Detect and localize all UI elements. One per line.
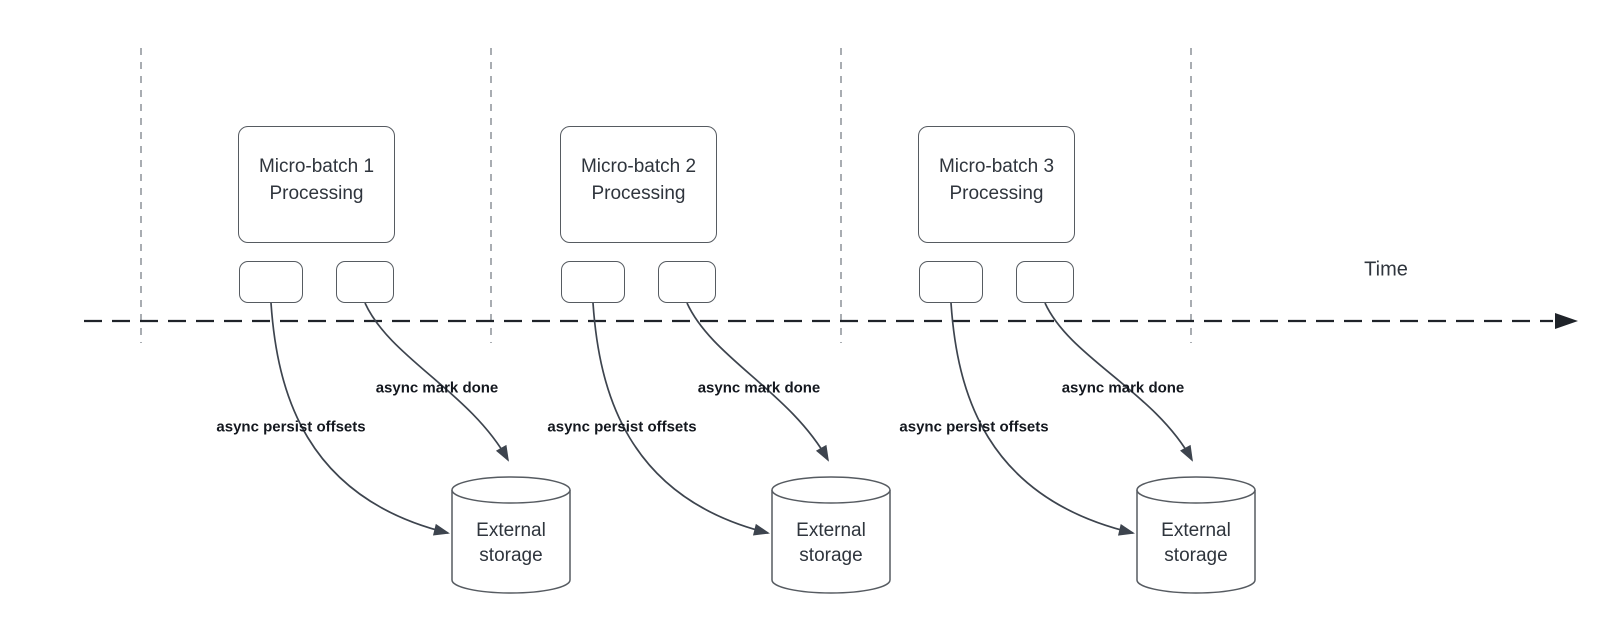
micro-batch-3-processing-box: Micro-batch 3 Processing	[918, 126, 1075, 243]
async-mark-done-label-3: async mark done	[1061, 379, 1185, 397]
external-storage-cylinder-3	[1136, 476, 1256, 594]
external-storage-cylinder-1	[451, 476, 571, 594]
persist-task-box-1	[239, 261, 303, 303]
mark-done-task-box-2	[658, 261, 716, 303]
async-persist-offsets-label-2: async persist offsets	[547, 418, 697, 436]
micro-batch-2-title: Micro-batch 2 Processing	[580, 156, 697, 204]
micro-batch-2-processing-box: Micro-batch 2 Processing	[560, 126, 717, 243]
async-persist-offsets-arrow-3	[950, 302, 1135, 536]
async-mark-done-label-1: async mark done	[375, 379, 499, 397]
external-storage-label-1: External storage	[476, 520, 546, 566]
time-axis-label: Time	[1364, 258, 1408, 281]
async-mark-done-label-2: async mark done	[697, 379, 821, 397]
async-persist-offsets-arrow-1	[270, 302, 450, 536]
micro-batch-1-title: Micro-batch 1 Processing	[258, 156, 375, 204]
async-persist-offsets-label-3: async persist offsets	[899, 418, 1049, 436]
micro-batch-1-processing-box: Micro-batch 1 Processing	[238, 126, 395, 243]
persist-task-box-3	[919, 261, 983, 303]
mark-done-task-box-1	[336, 261, 394, 303]
async-persist-offsets-label-1: async persist offsets	[216, 418, 366, 436]
time-axis-arrowhead	[1555, 313, 1578, 329]
micro-batch-3-title: Micro-batch 3 Processing	[938, 156, 1055, 204]
persist-task-box-2	[561, 261, 625, 303]
async-mark-done-arrow-1	[364, 302, 509, 462]
external-storage-label-3: External storage	[1161, 520, 1231, 566]
async-mark-done-arrow-2	[686, 302, 829, 462]
external-storage-cylinder-2	[771, 476, 891, 594]
async-persist-offsets-arrow-2	[592, 302, 770, 536]
mark-done-task-box-3	[1016, 261, 1074, 303]
external-storage-label-2: External storage	[796, 520, 866, 566]
async-mark-done-arrow-3	[1044, 302, 1193, 462]
